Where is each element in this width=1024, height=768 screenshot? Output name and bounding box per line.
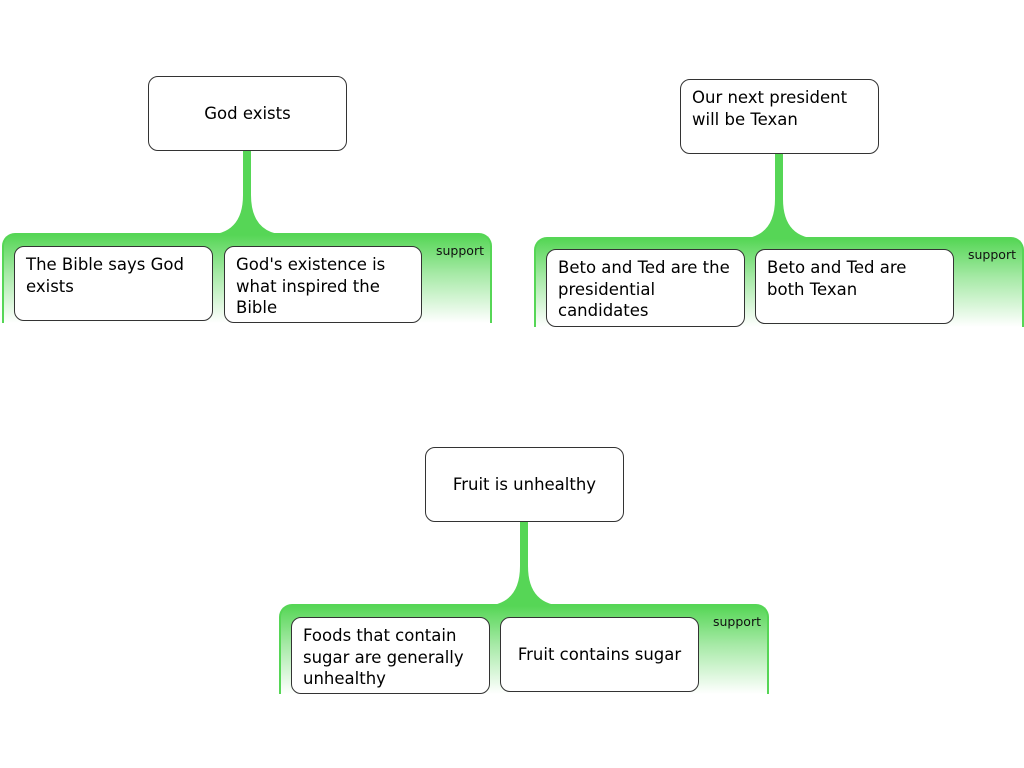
premise-box[interactable]: Foods that contain sugar are generally u… — [291, 617, 490, 694]
support-label: support — [436, 243, 484, 258]
premise-text: The Bible says God exists — [26, 255, 184, 296]
claim-text: Our next president will be Texan — [692, 88, 848, 129]
support-label: support — [968, 247, 1016, 262]
claim-text: God exists — [204, 103, 291, 123]
premise-box[interactable]: God's existence is what inspired the Bib… — [224, 246, 422, 323]
connector-1 — [205, 150, 289, 235]
premise-box[interactable]: Beto and Ted are the presidential candid… — [546, 249, 745, 327]
premise-text: Fruit contains sugar — [517, 644, 682, 664]
claim-text: Fruit is unhealthy — [452, 474, 597, 494]
premise-text: Foods that contain sugar are generally u… — [303, 626, 464, 688]
premise-box[interactable]: Fruit contains sugar — [500, 617, 699, 692]
claim-box[interactable]: Our next president will be Texan — [680, 79, 879, 154]
support-label: support — [713, 614, 761, 629]
premise-box[interactable]: The Bible says God exists — [14, 246, 213, 321]
connector-2 — [737, 153, 821, 239]
premise-text: Beto and Ted are the presidential candid… — [558, 258, 730, 320]
connector-3 — [482, 521, 566, 606]
premise-text: Beto and Ted are both Texan — [767, 258, 907, 299]
premise-box[interactable]: Beto and Ted are both Texan — [755, 249, 954, 324]
premise-text: God's existence is what inspired the Bib… — [236, 255, 386, 317]
claim-box[interactable]: Fruit is unhealthy — [425, 447, 624, 522]
claim-box[interactable]: God exists — [148, 76, 347, 151]
